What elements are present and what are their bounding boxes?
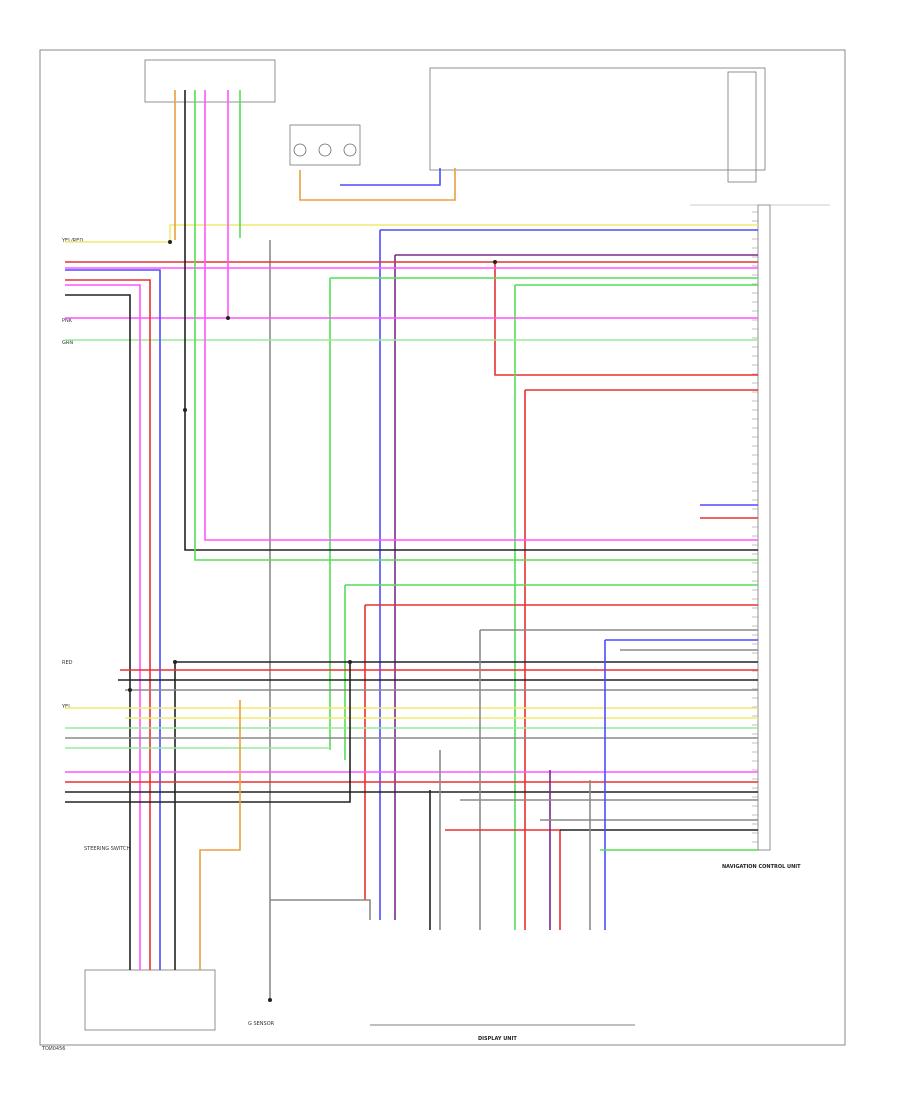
wire-red <box>65 279 151 970</box>
wire-label-grn: GRN <box>62 340 73 346</box>
junction-dots <box>128 143 497 1002</box>
wire-blue <box>340 168 441 186</box>
switch-circle <box>343 143 357 157</box>
wire-red <box>445 829 561 930</box>
junction-dot <box>348 660 352 664</box>
wire-orange <box>199 700 241 970</box>
junction-dot <box>493 260 497 264</box>
junction-dot <box>268 998 272 1002</box>
switch-circle <box>293 143 307 157</box>
steering-switch-label: STEERING SWITCH <box>84 846 131 852</box>
g-sensor-label: G SENSOR <box>248 1021 275 1027</box>
wire-gray <box>270 899 371 920</box>
wire-green <box>194 90 758 561</box>
nav-control-unit-box <box>757 204 771 851</box>
display-unit-label: DISPLAY UNIT <box>478 1036 517 1042</box>
top-connector-left <box>144 59 276 103</box>
wire-black <box>65 294 131 970</box>
top-connector-switches <box>429 67 766 171</box>
wire-blue <box>65 269 161 970</box>
wire-label-yel: YEL <box>61 704 71 710</box>
wire-black <box>65 662 351 803</box>
switch-circle <box>318 143 332 157</box>
steering-switch-box <box>84 969 216 1031</box>
connector-ticks <box>752 211 758 843</box>
wire-red <box>494 262 758 376</box>
junction-dot <box>226 316 230 320</box>
wire-black <box>184 90 758 551</box>
wire-label-pnk: PNK <box>62 318 73 324</box>
wire-label-red: RED <box>62 660 73 666</box>
junction-dot <box>183 408 187 412</box>
diagram-frame <box>39 49 846 1046</box>
footer-code: ТОЙ0456 <box>41 1045 65 1052</box>
wire-orange <box>299 168 456 201</box>
junction-dot <box>173 660 177 664</box>
wire-yellow <box>65 224 758 243</box>
top-connector-right <box>727 71 757 183</box>
wire-label-yel-red: YEL/RED <box>61 238 83 244</box>
wire-pink <box>65 284 141 970</box>
junction-dot <box>168 240 172 244</box>
wire-group <box>65 90 758 1000</box>
wire-pink <box>204 90 758 541</box>
nav-control-unit-label: NAVIGATION CONTROL UNIT <box>722 864 801 870</box>
switch-block <box>289 124 361 166</box>
junction-dot <box>128 688 132 692</box>
